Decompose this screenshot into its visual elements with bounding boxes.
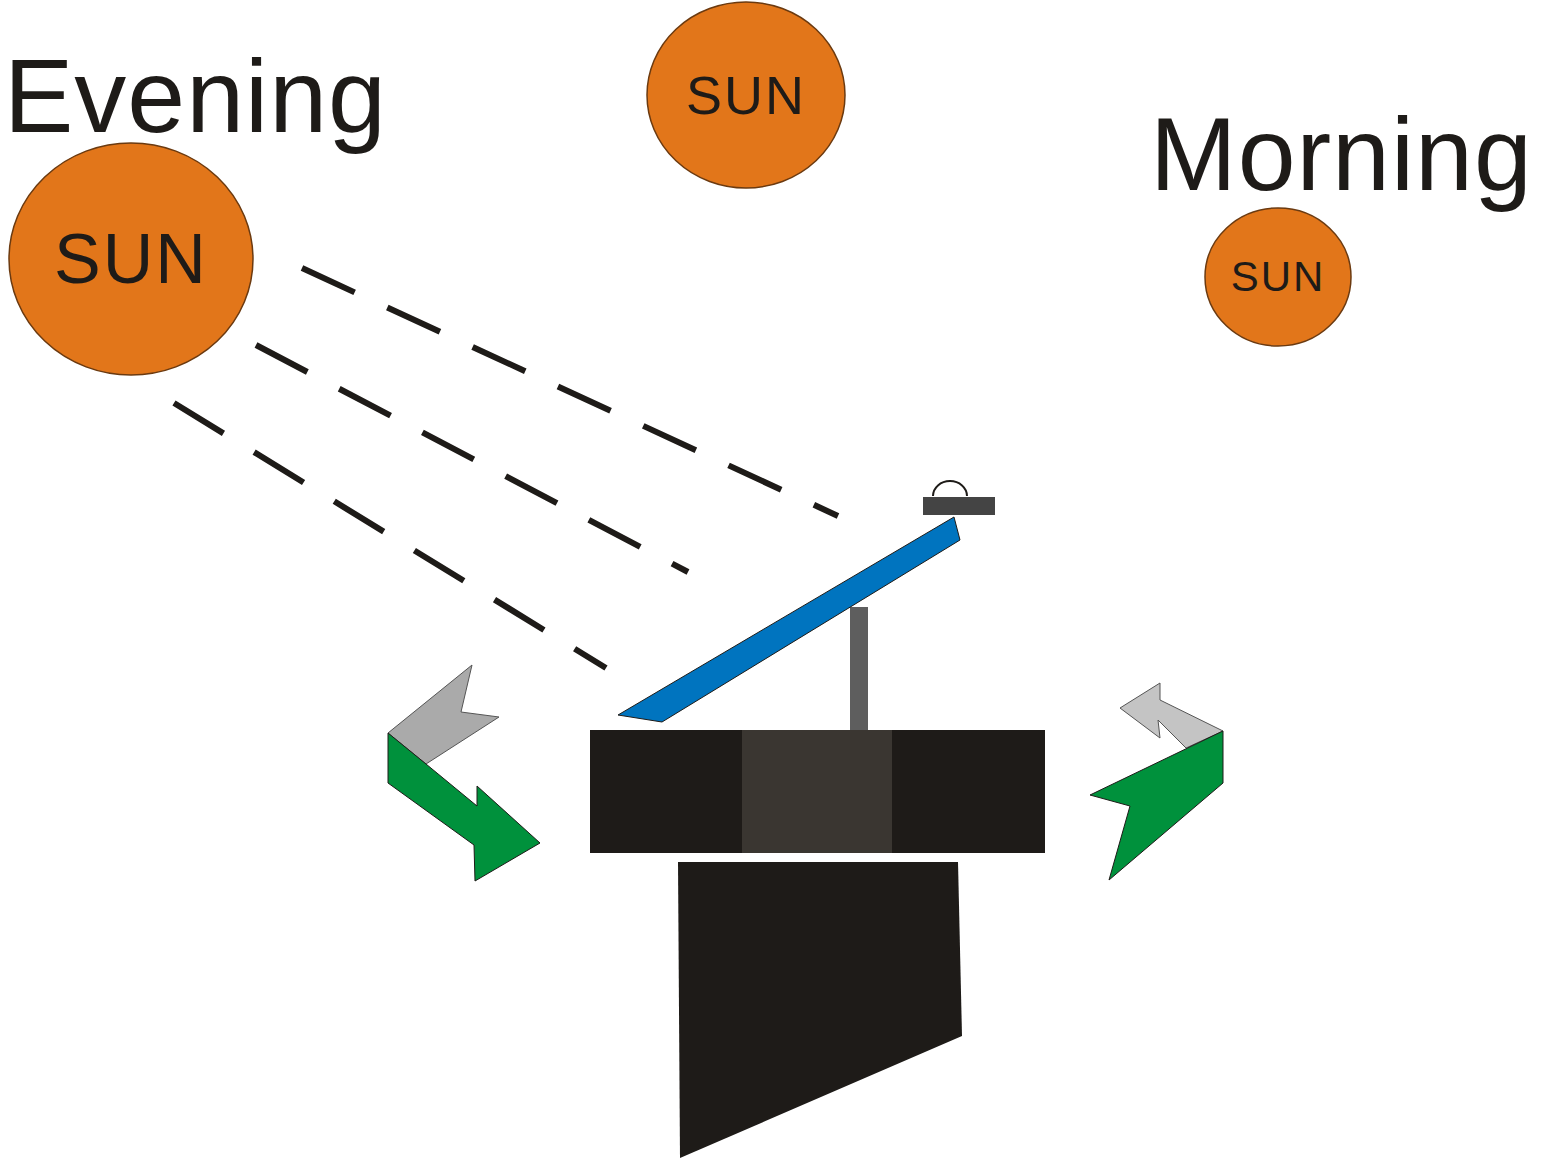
sun-label: SUN (54, 224, 208, 294)
support-pole (678, 862, 962, 1158)
sun-circle: SUN (646, 1, 846, 189)
sun-label: SUN (1231, 256, 1326, 298)
panel-post (850, 607, 868, 732)
sun-rays (174, 268, 838, 668)
sun-ray (256, 345, 688, 572)
drive-center (742, 730, 892, 853)
sun-circle: SUN (8, 142, 254, 376)
sun-disc (9, 143, 253, 375)
sun-disc (647, 2, 845, 188)
sun-label: SUN (686, 68, 806, 122)
time-label: Morning (1150, 102, 1533, 206)
drive-housing (590, 730, 1045, 853)
sun-ray (302, 268, 838, 516)
sun-ray (174, 403, 606, 668)
solar-panel (618, 517, 960, 722)
light-sensor (923, 497, 995, 515)
rotate-arrow-green (1090, 731, 1223, 880)
sun-circle: SUN (1204, 207, 1352, 347)
rotate-arrow-green (388, 733, 540, 881)
light-sensor-dome (933, 481, 967, 496)
time-label: Evening (4, 44, 387, 148)
sun-disc (1205, 208, 1351, 346)
